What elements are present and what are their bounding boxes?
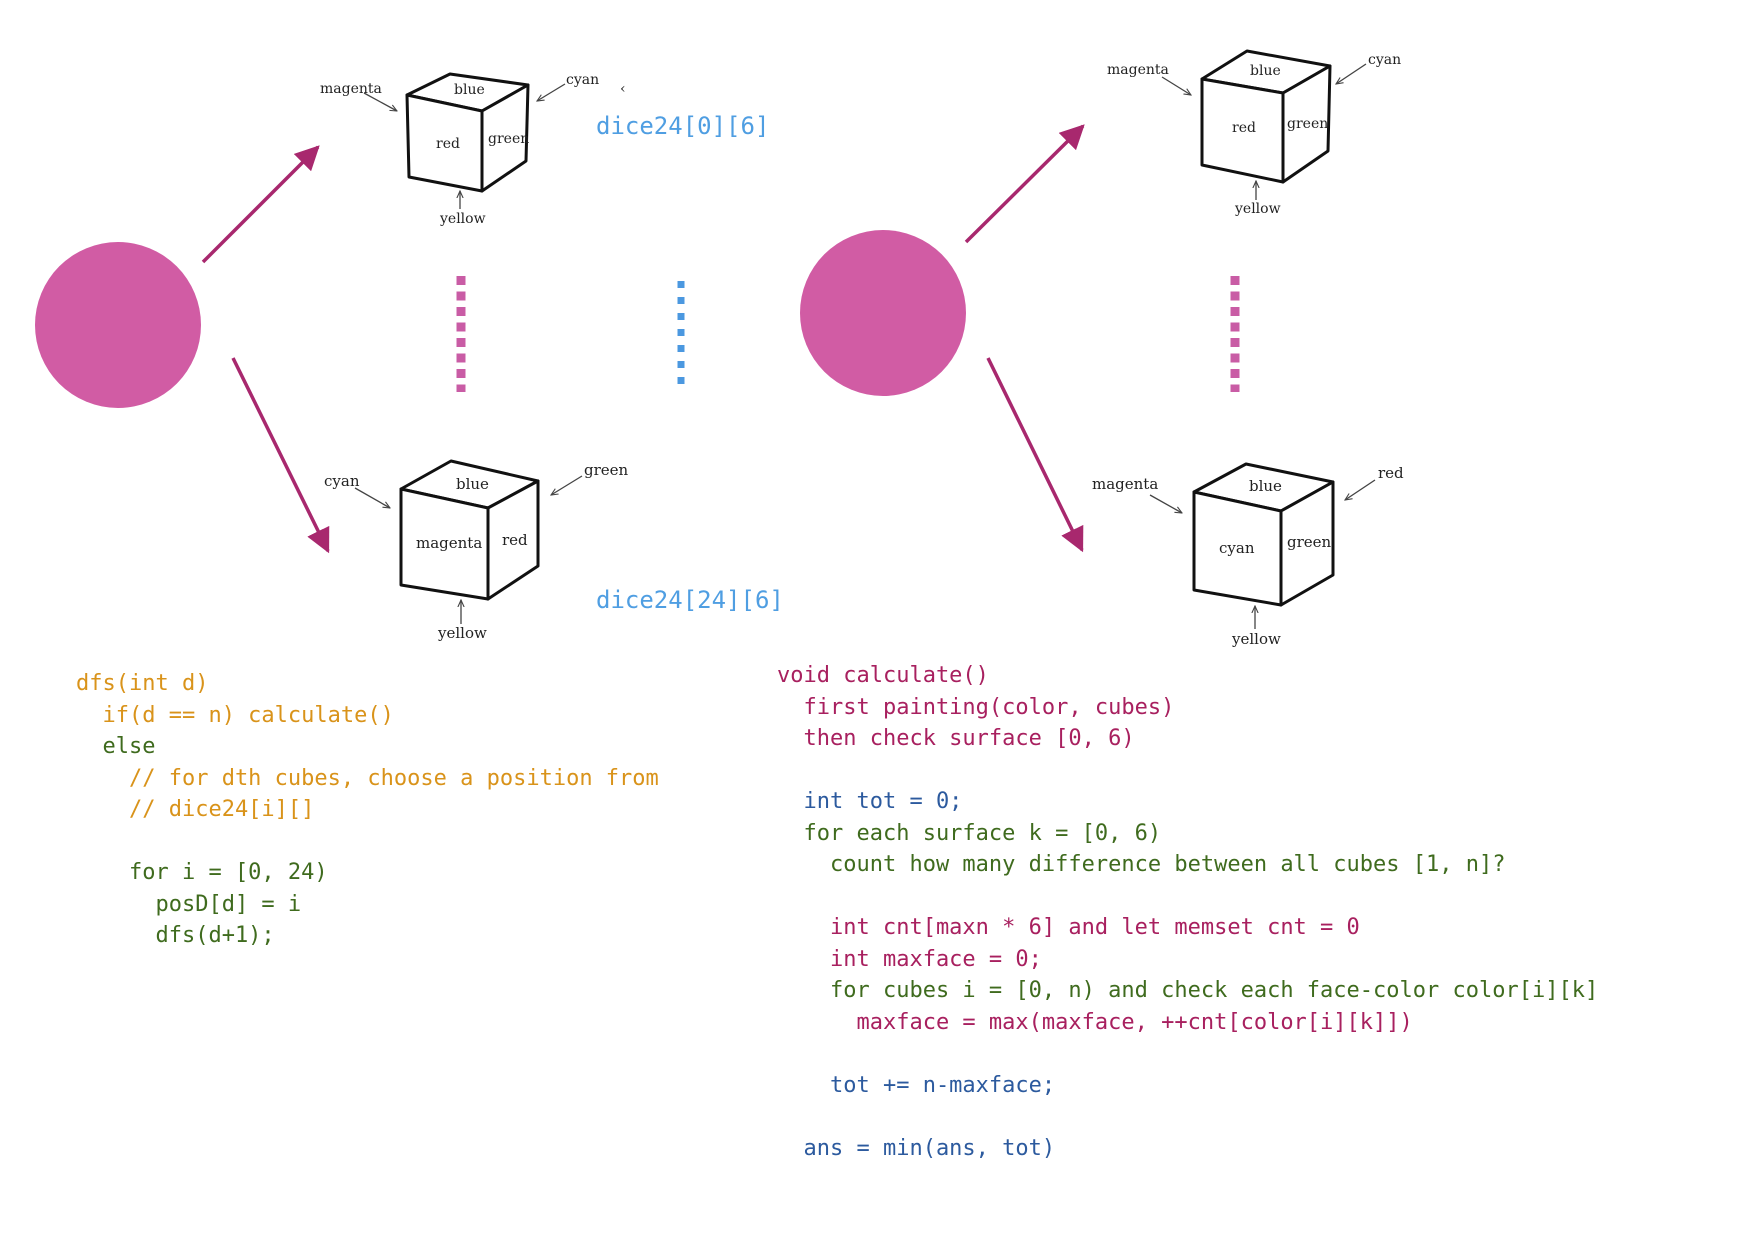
cube-face-top: blue [1249, 477, 1282, 495]
code-line [777, 881, 1598, 913]
cube-face-right: green [488, 131, 529, 147]
code-line: first painting(color, cubes) [777, 694, 1175, 720]
code-line: tot += n-maxface; [777, 1072, 1056, 1098]
cube-pointer-left: cyan [324, 472, 360, 490]
cube-face-top: blue [454, 82, 485, 98]
cube-face-right: green [1287, 533, 1332, 551]
calculate-pseudocode: void calculate() first painting(color, c… [777, 660, 1598, 1164]
dice-index-last: dice24[24][6] [596, 586, 784, 614]
dice-index-first: dice24[0][6] [596, 112, 769, 140]
cube-pointer-bottom: yellow [1231, 630, 1281, 648]
arrow-left-to-first-cube [201, 145, 320, 264]
cube-pointer-left: magenta [320, 81, 382, 97]
arrow-right-to-last-cube [986, 357, 1084, 553]
dfs-pseudocode: dfs(int d) if(d == n) calculate() else /… [76, 668, 659, 952]
code-line: if(d == n) calculate() [76, 702, 394, 728]
code-line [76, 826, 659, 858]
cube-face-front: magenta [416, 534, 482, 552]
cube-pointer-left: magenta [1107, 62, 1169, 78]
cube-face-right: green [1287, 116, 1328, 132]
cube-top-left: blue red green magenta cyan yellow [320, 72, 599, 227]
code-line [777, 755, 1598, 787]
code-line: dfs(int d) [76, 671, 209, 696]
stray-mark: ‹ [620, 81, 626, 97]
cube-pointer-bottom: yellow [437, 624, 487, 642]
cube-top-right: blue red green magenta cyan yellow [1107, 49, 1401, 217]
cube-bottom-left: blue magenta red cyan green yellow [324, 459, 629, 642]
code-line: int tot = 0; [777, 789, 963, 814]
source-node-left [35, 242, 201, 408]
code-line: for i = [0, 24) [76, 860, 328, 885]
code-line: // dice24[i][] [76, 797, 315, 822]
cube-face-right: red [502, 531, 528, 549]
code-line: // for dth cubes, choose a position from [76, 765, 659, 791]
code-line [777, 1101, 1598, 1133]
source-node-right [800, 230, 966, 396]
cube-pointer-back: green [584, 461, 629, 479]
code-line: maxface = max(maxface, ++cnt[color[i][k]… [777, 1009, 1413, 1035]
code-line: int cnt[maxn * 6] and let memset cnt = 0 [777, 915, 1360, 940]
cube-face-front: red [436, 136, 460, 152]
code-line: void calculate() [777, 663, 989, 688]
cube-face-top: blue [456, 475, 489, 493]
code-line: posD[d] = i [76, 891, 302, 917]
code-line: for cubes i = [0, n) and check each face… [777, 978, 1599, 1003]
cube-pointer-left: magenta [1092, 475, 1158, 493]
cube-pointer-back: red [1378, 464, 1404, 482]
code-line: ans = min(ans, tot) [777, 1135, 1056, 1161]
cube-pointer-back: cyan [566, 72, 599, 88]
cube-pointer-bottom: yellow [439, 211, 486, 227]
code-line: else [76, 734, 156, 759]
code-line: count how many difference between all cu… [777, 852, 1506, 877]
cube-bottom-right: blue cyan green magenta red yellow [1092, 462, 1404, 648]
code-line: for each surface k = [0, 6) [777, 820, 1162, 846]
code-line [777, 1038, 1598, 1070]
arrow-left-to-last-cube [231, 357, 330, 554]
cube-pointer-back: cyan [1368, 52, 1401, 68]
cube-face-top: blue [1250, 63, 1281, 79]
code-line: dfs(d+1); [76, 923, 275, 948]
code-line: int maxface = 0; [777, 946, 1042, 972]
code-line: then check surface [0, 6) [777, 726, 1135, 751]
cube-face-front: red [1232, 120, 1256, 136]
arrow-right-to-first-cube [964, 124, 1085, 244]
cube-pointer-bottom: yellow [1234, 201, 1281, 217]
cube-face-front: cyan [1219, 539, 1255, 557]
